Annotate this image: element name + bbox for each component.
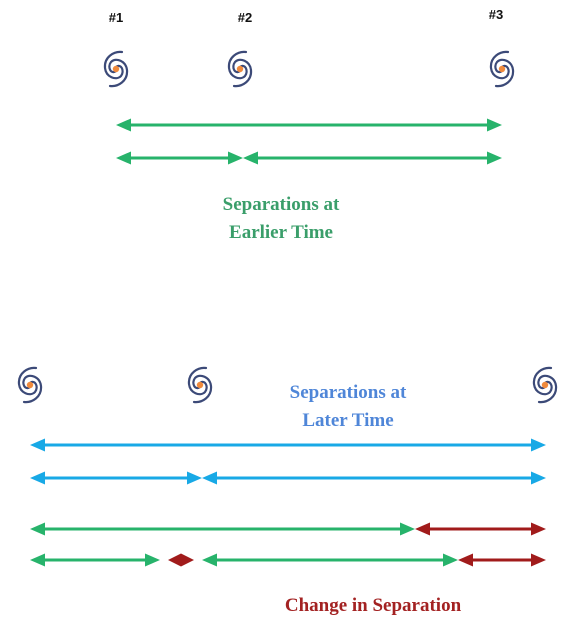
change-separation-1-3-left-head: [415, 522, 430, 536]
earlier-separation-1-2-left-head: [116, 151, 131, 165]
later-separation-2-3-right-head: [531, 471, 546, 485]
spiral-galaxy-icon: [187, 366, 213, 404]
later-separation-1-2-left-head: [30, 471, 45, 485]
earlier-separation-1-2-overlay: [30, 553, 160, 567]
earlier-separation-1-3-left-head: [116, 118, 131, 132]
change-separation-1-3: [415, 522, 546, 536]
spiral-galaxy-icon: [103, 50, 129, 88]
earlier-separation-2-3: [243, 151, 502, 165]
earlier-separation-1-3-overlay-right-head: [400, 522, 415, 536]
later-caption-line-2: Later Time: [302, 410, 393, 431]
spiral-galaxy-icon: [227, 50, 253, 88]
change-separation-1-3-right-head: [531, 522, 546, 536]
earlier-caption-line-2: Earlier Time: [229, 222, 333, 243]
earlier-separation-1-3-overlay-left-head: [30, 522, 45, 536]
later-separation-1-3-left-head: [30, 438, 45, 452]
later-separation-2-3: [202, 471, 546, 485]
later-separation-1-3-right-head: [531, 438, 546, 452]
galaxy-label-2: #2: [238, 10, 252, 25]
spiral-galaxy-icon: [532, 366, 558, 404]
separation-arrows: [30, 118, 546, 567]
galaxy-label-1: #1: [109, 10, 123, 25]
earlier-separation-1-3-right-head: [487, 118, 502, 132]
earlier-separation-1-2-right-head: [228, 151, 243, 165]
earlier-separation-2-3-left-head: [243, 151, 258, 165]
earlier-separation-1-2: [116, 151, 243, 165]
earlier-separation-2-3-overlay-right-head: [443, 553, 458, 567]
earlier-caption-line-1: Separations at: [223, 194, 340, 215]
earlier-separation-2-3-right-head: [487, 151, 502, 165]
earlier-separation-1-2-overlay-right-head: [145, 553, 160, 567]
later-separation-2-3-left-head: [202, 471, 217, 485]
later-separation-1-2-right-head: [187, 471, 202, 485]
galaxy-label-3: #3: [489, 7, 503, 22]
earlier-separation-2-3-overlay: [202, 553, 458, 567]
spiral-galaxy-icon: [17, 366, 43, 404]
earlier-separation-1-3: [116, 118, 502, 132]
earlier-separation-1-3-overlay: [30, 522, 415, 536]
earlier-separation-2-3-overlay-left-head: [202, 553, 217, 567]
change-separation-2-3: [458, 553, 546, 567]
later-separation-1-3: [30, 438, 546, 452]
later-caption-line-1: Separations at: [290, 382, 407, 403]
later-separation-1-2: [30, 471, 202, 485]
change-caption: Change in Separation: [285, 595, 462, 616]
change-separation-2-3-left-head: [458, 553, 473, 567]
change-separation-1-2: [168, 553, 194, 567]
earlier-separation-1-2-overlay-left-head: [30, 553, 45, 567]
spiral-galaxy-icon: [489, 50, 515, 88]
change-separation-2-3-right-head: [531, 553, 546, 567]
